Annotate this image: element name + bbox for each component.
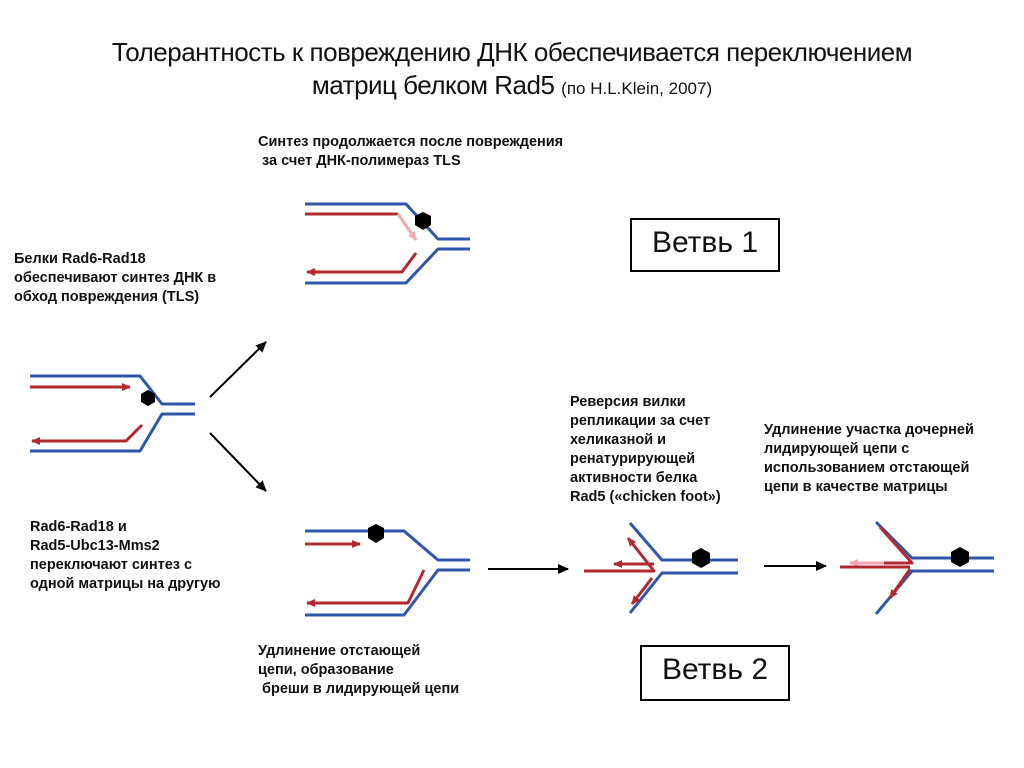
chicken-foot-lagging-daughter	[630, 577, 654, 605]
chicken-foot-template-bottom	[628, 571, 738, 614]
arrow-to-branch-1	[209, 341, 267, 398]
label-rad6-rad18-switch-line-4: одной матрицы на другую	[30, 576, 221, 592]
label-lagging-extension-line-3: бреши в лидирующей цепи	[258, 681, 460, 697]
label-leading-extension-line-1: Удлинение участка дочерней	[764, 422, 974, 438]
arrow-to-branch-2	[209, 432, 267, 492]
title-citation: (по H.L.Klein, 2007)	[561, 79, 713, 98]
branch-1-label: Ветвь 1	[651, 226, 759, 259]
label-fork-reversal-line-6: Rad5 («chicken foot»)	[570, 489, 721, 505]
tls-fork	[305, 202, 470, 285]
label-lagging-extension-line-2: цепи, образование	[258, 662, 394, 678]
title-line-2: матриц белком Rad5 (по H.L.Klein, 2007)	[0, 69, 1024, 105]
label-tls-synthesis-line-2: за счет ДНК-полимераз TLS	[258, 153, 461, 169]
label-fork-reversal-line-2: репликации за счет	[570, 413, 711, 429]
label-tls-synthesis: Синтез продолжается после повреждения за…	[258, 133, 563, 171]
extended-leading-daughter	[878, 526, 914, 565]
gap-fork-template-top	[305, 529, 470, 562]
extended-template-top	[874, 520, 994, 560]
tls-insertion-arrow	[396, 213, 418, 241]
label-rad6-rad18-tls-line-3: обход повреждения (TLS)	[14, 289, 200, 305]
initial-fork-template-bottom	[30, 412, 195, 453]
label-leading-extension-line-2: лидирующей цепи с	[764, 441, 910, 457]
tls-fork-template-bottom	[305, 247, 470, 285]
branch-2-box: Ветвь 2	[640, 645, 790, 701]
lesion-icon	[141, 390, 155, 406]
gap-lesion-icon	[368, 524, 384, 543]
title-line-1: Толерантность к повреждению ДНК обеспечи…	[111, 37, 913, 67]
label-rad6-rad18-switch-line-2: Rad5-Ubc13-Mms2	[30, 538, 160, 554]
title-line-2-text: матриц белком Rad5	[311, 70, 555, 100]
chicken-foot-lesion-icon	[692, 548, 710, 568]
chicken-foot-reversed-leading	[584, 537, 656, 573]
chicken-foot-fork	[584, 522, 738, 614]
label-lagging-extension: Удлинение отстающей цепи, образование бр…	[258, 642, 459, 699]
gap-fork	[305, 524, 470, 617]
label-rad6-rad18-switch-line-1: Rad6-Rad18 и	[30, 519, 127, 535]
branch-1-box: Ветвь 1	[630, 218, 780, 272]
extended-lagging-daughter	[888, 568, 912, 599]
label-leading-extension-line-4: цепи в качестве матрицы	[764, 479, 948, 495]
label-fork-reversal-line-4: ренатурирующей	[570, 451, 696, 467]
initial-stalled-fork	[30, 374, 195, 453]
branch-2-label: Ветвь 2	[661, 653, 769, 686]
label-rad6-rad18-tls-line-1: Белки Rad6-Rad18	[14, 251, 146, 267]
tls-lesion-icon	[415, 212, 431, 230]
initial-fork-lagging-daughter	[31, 423, 144, 445]
label-leading-extension-line-3: использованием отстающей	[764, 460, 970, 476]
gap-fork-template-bottom	[305, 568, 470, 617]
label-tls-synthesis-line-1: Синтез продолжается после повреждения	[258, 134, 564, 150]
gap-fork-lagging-daughter	[306, 569, 426, 607]
label-fork-reversal: Реверсия вилки репликации за счет хелика…	[570, 393, 721, 507]
initial-fork-template-top	[30, 374, 195, 406]
page-title: Толерантность к повреждению ДНК обеспечи…	[0, 36, 1024, 105]
label-lagging-extension-line-1: Удлинение отстающей	[258, 643, 421, 659]
label-fork-reversal-line-5: активности белка	[570, 470, 698, 486]
chicken-foot-template-top	[628, 522, 738, 562]
label-rad6-rad18-tls: Белки Rad6-Rad18 обеспечивают синтез ДНК…	[14, 250, 216, 307]
label-fork-reversal-line-1: Реверсия вилки	[570, 394, 686, 410]
label-rad6-rad18-switch: Rad6-Rad18 и Rad5-Ubc13-Mms2 переключают…	[30, 518, 221, 594]
label-leading-extension: Удлинение участка дочерней лидирующей це…	[764, 421, 974, 497]
label-rad6-rad18-switch-line-3: переключают синтез с	[30, 557, 193, 573]
extended-lesion-icon	[951, 547, 969, 567]
extended-chicken-foot	[840, 520, 994, 615]
tls-fork-lagging-daughter	[306, 252, 418, 276]
label-rad6-rad18-tls-line-2: обеспечивают синтез ДНК в	[14, 270, 217, 286]
tls-fork-template-top	[305, 202, 470, 241]
extended-template-bottom	[874, 569, 994, 615]
label-fork-reversal-line-3: хеликазной и	[570, 432, 667, 448]
